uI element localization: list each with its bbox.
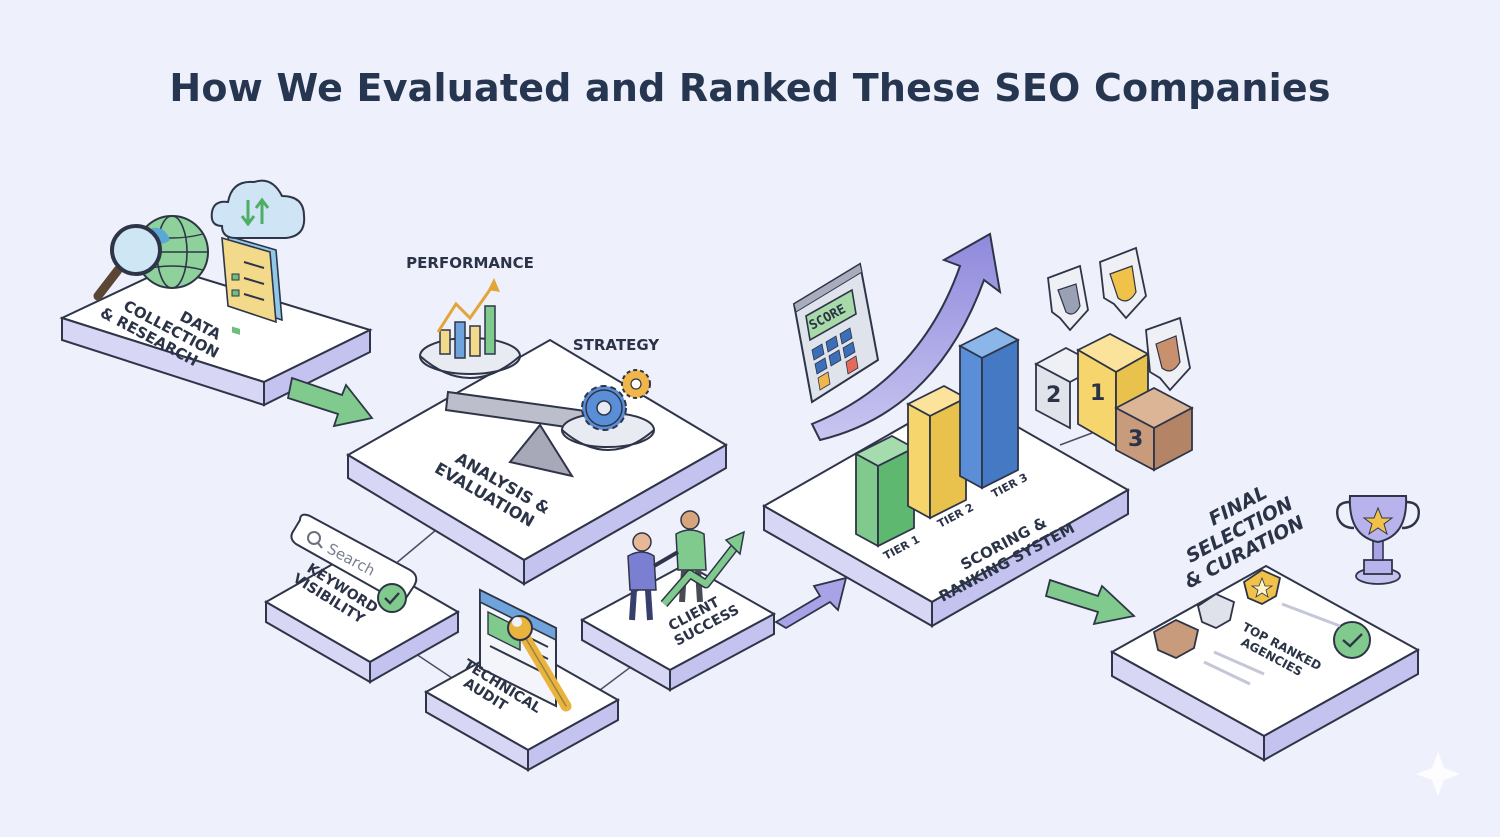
- performance-chart-icon: [436, 278, 500, 359]
- scoring-step: SCORE TIER 1 TIER 2 T: [761, 232, 1131, 628]
- check-circle-icon: [1333, 621, 1371, 659]
- client-success-step: CLIENT SUCCESS: [579, 510, 777, 692]
- search-icon: [307, 531, 321, 545]
- magnifier-icon: [93, 224, 162, 301]
- sparkle-icon: [1416, 752, 1460, 796]
- agency-badges: [1152, 568, 1371, 686]
- browser-window-icon: [479, 588, 557, 708]
- big-growth-arrow: [810, 232, 1002, 442]
- wrench-icon: [507, 615, 572, 712]
- cloud-sync-icon: [210, 179, 306, 239]
- technical-audit-step: TECHNICAL AUDIT: [423, 588, 621, 772]
- shield-badge-icons: [1047, 246, 1191, 392]
- flow-arrow-green-2: [1044, 578, 1136, 626]
- keyword-visibility-step: Search KEYWORD VISIBILITY: [263, 513, 461, 684]
- page-title: How We Evaluated and Ranked These SEO Co…: [169, 66, 1331, 110]
- podium-second: 2: [1046, 383, 1061, 408]
- data-collection-step: DATA COLLECTION & RESEARCH: [59, 179, 373, 407]
- gears-icon: [581, 369, 651, 431]
- growth-arrow-icon: [660, 530, 745, 607]
- strategy-label: STRATEGY: [573, 336, 660, 354]
- handshake-people-icon: [627, 510, 707, 621]
- flow-arrow-purple-1: [774, 576, 848, 630]
- final-selection-step: TOP RANKED AGENCIES FINAL SELECTION & CU…: [1109, 482, 1421, 762]
- podium-third: 3: [1128, 427, 1143, 452]
- flow-arrow-green-1: [286, 376, 374, 428]
- check-icon: [377, 583, 407, 613]
- document-stack-icon: [221, 234, 283, 335]
- analysis-step: PERFORMANCE STRATEGY ANALYSIS & EVALUATI…: [346, 254, 728, 586]
- tier-bar-chart: [854, 326, 1020, 548]
- calculator-icon: SCORE: [792, 262, 880, 404]
- podium-first: 1: [1090, 381, 1105, 406]
- performance-label: PERFORMANCE: [406, 254, 534, 272]
- trophy-icon: [1336, 495, 1420, 585]
- podium: 2 1 3: [1034, 246, 1194, 472]
